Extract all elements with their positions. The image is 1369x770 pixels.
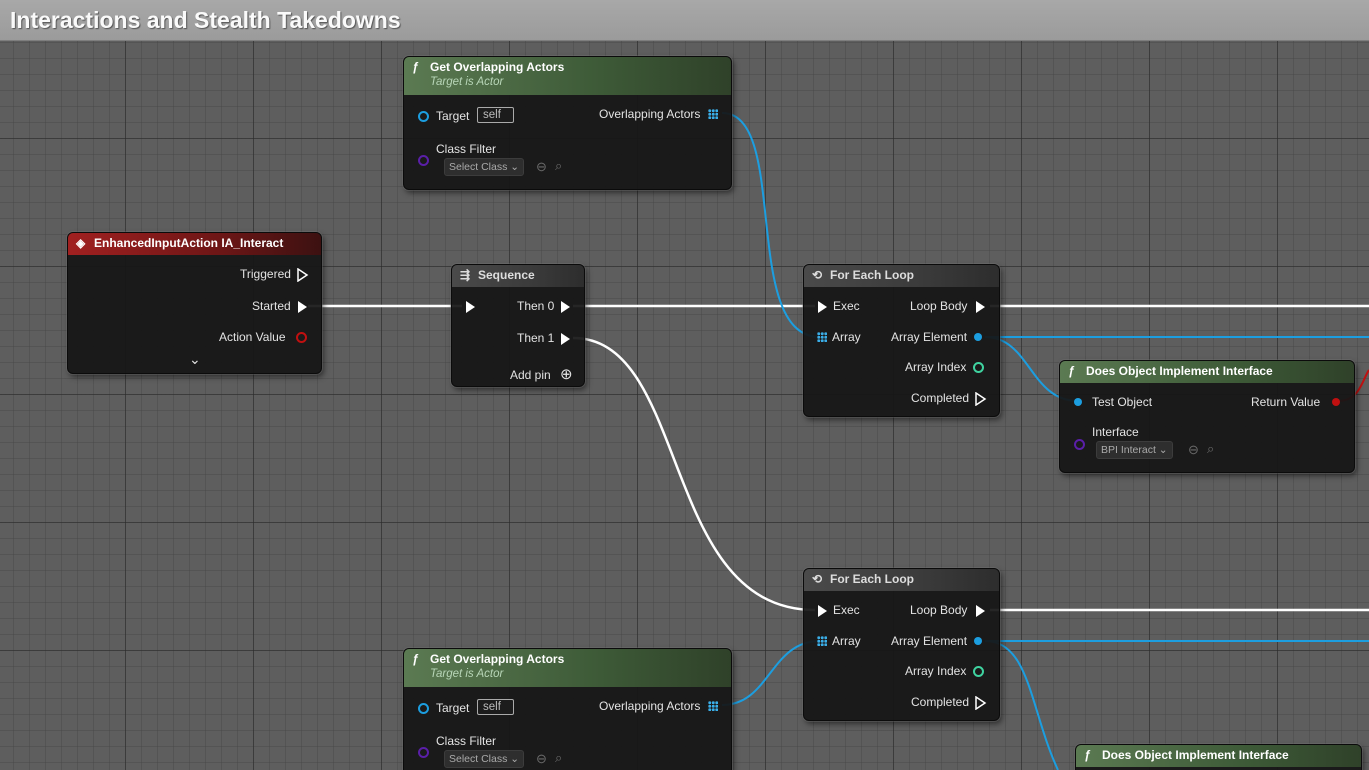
loop-body-exec-pin[interactable] — [975, 604, 987, 618]
target-pin[interactable] — [418, 703, 429, 714]
enhanced-input-action-node[interactable]: ◈ EnhancedInputAction IA_Interact Trigge… — [67, 232, 322, 374]
interface-pin[interactable] — [1074, 439, 1085, 450]
test-object-label: Test Object — [1092, 395, 1153, 409]
array-index-label: Array Index — [905, 360, 967, 374]
started-exec-pin[interactable] — [297, 300, 309, 314]
exec-label: Exec — [833, 603, 860, 617]
comment-box-header[interactable]: Interactions and Stealth Takedowns — [0, 0, 1369, 41]
target-label: Target — [436, 109, 470, 123]
target-self-field[interactable]: self — [477, 107, 514, 123]
loop-icon: ⟲ — [812, 572, 823, 586]
class-filter-pin[interactable] — [418, 155, 429, 166]
function-icon: ƒ — [412, 60, 419, 74]
get-overlapping-actors-node-1[interactable]: ƒ Get Overlapping Actors Target is Actor… — [403, 56, 732, 190]
does-object-implement-interface-node-2[interactable]: ƒ Does Object Implement Interface — [1075, 744, 1362, 770]
array-index-pin[interactable] — [973, 362, 984, 373]
array-element-label: Array Element — [891, 330, 968, 344]
comment-title: Interactions and Stealth Takedowns — [10, 7, 401, 33]
test-object-pin[interactable] — [1074, 398, 1082, 406]
array-label: Array — [832, 330, 861, 344]
class-filter-combo[interactable]: Select Class ⌄ — [444, 750, 525, 768]
use-selected-icon[interactable]: ⊖ — [536, 751, 547, 766]
array-element-pin[interactable] — [974, 333, 982, 341]
then1-label: Then 1 — [517, 331, 555, 345]
interface-label: Interface — [1092, 425, 1139, 439]
triggered-exec-pin[interactable] — [297, 268, 309, 282]
browse-search-icon[interactable]: ⌕ — [555, 750, 563, 765]
chevron-down-icon[interactable]: ⌄ — [189, 351, 201, 367]
exec-in-pin[interactable] — [817, 604, 829, 618]
function-icon: ƒ — [1068, 364, 1075, 378]
node-header: ƒ Get Overlapping Actors Target is Actor — [404, 57, 731, 95]
node-header: ƒ Get Overlapping Actors Target is Actor — [404, 649, 731, 687]
function-icon: ƒ — [1084, 748, 1091, 762]
then1-exec-pin[interactable] — [560, 332, 572, 346]
completed-label: Completed — [911, 695, 970, 709]
sequence-exec-in-pin[interactable] — [465, 300, 477, 314]
overlapping-actors-label: Overlapping Actors — [599, 107, 701, 121]
loop-body-label: Loop Body — [910, 299, 968, 313]
event-diamond-icon: ◈ — [76, 236, 86, 250]
for-each-loop-node-1[interactable]: ⟲ For Each Loop Exec Loop Body Array Arr… — [803, 264, 1000, 417]
completed-label: Completed — [911, 391, 970, 405]
action-value-pin[interactable] — [296, 332, 307, 343]
return-value-label: Return Value — [1251, 395, 1321, 409]
exec-wire-then1-foreach2 — [572, 336, 816, 612]
browse-search-icon[interactable]: ⌕ — [1207, 441, 1215, 456]
return-value-pin[interactable] — [1332, 398, 1340, 406]
node-header: ƒ Does Object Implement Interface — [1060, 361, 1354, 383]
array-input-pin[interactable] — [817, 332, 827, 342]
then0-label: Then 0 — [517, 299, 555, 313]
array-element-label: Array Element — [891, 634, 968, 648]
node-header: ƒ Does Object Implement Interface — [1076, 745, 1361, 767]
overlapping-actors-array-pin[interactable] — [708, 701, 718, 711]
overlapping-actors-label: Overlapping Actors — [599, 699, 701, 713]
node-header: ◈ EnhancedInputAction IA_Interact — [68, 233, 321, 255]
chevron-down-icon: ⌄ — [510, 161, 520, 173]
add-pin-plus-icon[interactable]: ⊕ — [560, 366, 573, 383]
object-wire-overlap1-array1 — [721, 112, 821, 338]
array-index-label: Array Index — [905, 664, 967, 678]
exec-label: Exec — [833, 299, 860, 313]
target-pin[interactable] — [418, 111, 429, 122]
sequence-node[interactable]: ⇶ Sequence Then 0 Then 1 Add pin ⊕ — [451, 264, 585, 387]
array-element-pin[interactable] — [974, 637, 982, 645]
browse-search-icon[interactable]: ⌕ — [555, 158, 563, 173]
loop-icon: ⟲ — [812, 268, 823, 282]
class-filter-label: Class Filter — [436, 142, 497, 156]
exec-in-pin[interactable] — [817, 300, 829, 314]
array-index-pin[interactable] — [973, 666, 984, 677]
started-label: Started — [252, 299, 291, 313]
use-selected-icon[interactable]: ⊖ — [1188, 442, 1199, 457]
does-object-implement-interface-node-1[interactable]: ƒ Does Object Implement Interface Test O… — [1059, 360, 1355, 473]
sequence-icon: ⇶ — [460, 268, 471, 282]
node-header: ⇶ Sequence — [452, 265, 584, 287]
completed-exec-pin[interactable] — [975, 392, 987, 406]
for-each-loop-node-2[interactable]: ⟲ For Each Loop Exec Loop Body Array Arr… — [803, 568, 1000, 721]
class-filter-combo[interactable]: Select Class ⌄ — [444, 158, 525, 176]
class-filter-label: Class Filter — [436, 734, 497, 748]
chevron-down-icon: ⌄ — [510, 753, 520, 765]
loop-body-label: Loop Body — [910, 603, 968, 617]
use-selected-icon[interactable]: ⊖ — [536, 159, 547, 174]
target-self-field[interactable]: self — [477, 699, 514, 715]
target-label: Target — [436, 701, 470, 715]
completed-exec-pin[interactable] — [975, 696, 987, 710]
loop-body-exec-pin[interactable] — [975, 300, 987, 314]
class-filter-pin[interactable] — [418, 747, 429, 758]
get-overlapping-actors-node-2[interactable]: ƒ Get Overlapping Actors Target is Actor… — [403, 648, 732, 770]
chevron-down-icon: ⌄ — [1158, 444, 1168, 456]
node-header: ⟲ For Each Loop — [804, 569, 999, 591]
function-icon: ƒ — [412, 652, 419, 666]
add-pin-label[interactable]: Add pin — [510, 368, 551, 382]
interface-combo[interactable]: BPI Interact ⌄ — [1096, 441, 1173, 459]
action-value-label: Action Value — [219, 330, 286, 344]
array-input-pin[interactable] — [817, 636, 827, 646]
array-label: Array — [832, 634, 861, 648]
node-header: ⟲ For Each Loop — [804, 265, 999, 287]
then0-exec-pin[interactable] — [560, 300, 572, 314]
triggered-label: Triggered — [240, 267, 291, 281]
overlapping-actors-array-pin[interactable] — [708, 109, 718, 119]
